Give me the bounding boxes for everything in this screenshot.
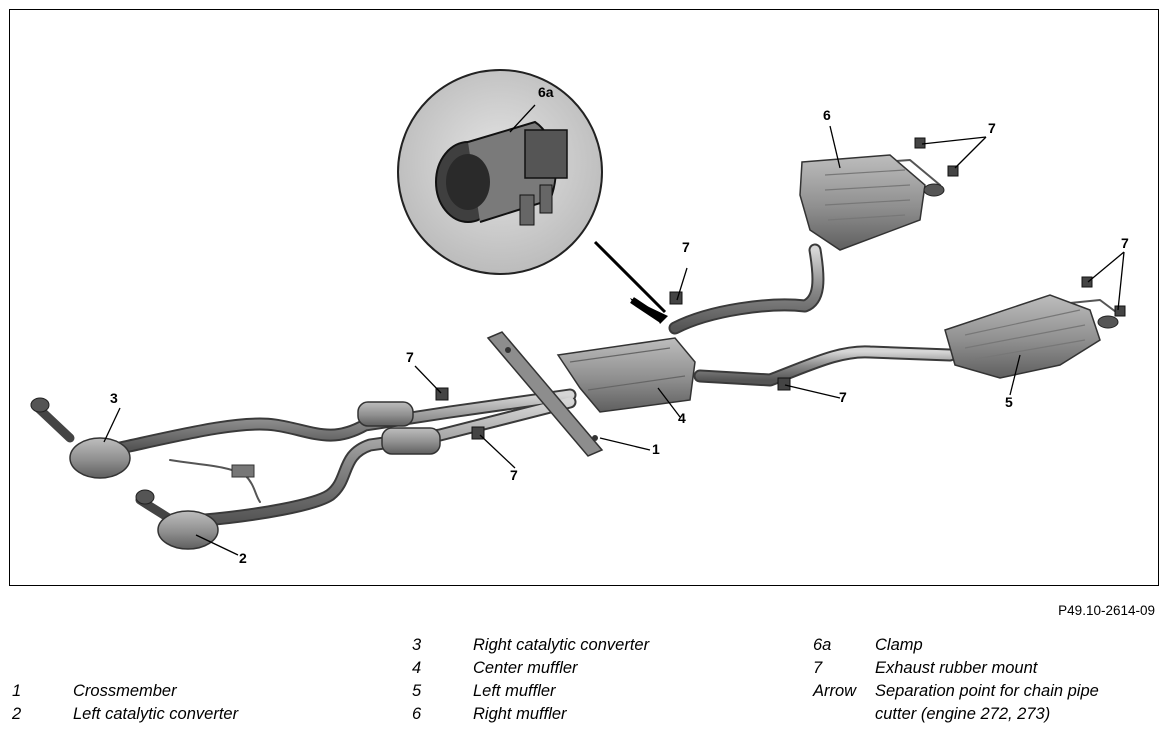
legend-text: Center muffler	[473, 659, 578, 677]
detail-pointer	[593, 240, 667, 314]
callout-7-front-lower: 7	[510, 467, 518, 483]
center-muffler	[556, 337, 696, 413]
front-resonators	[357, 401, 441, 455]
legend-item-3: 3 Right catalytic converter	[412, 634, 752, 657]
legend-number: 5	[412, 682, 422, 700]
legend-number: 6a	[813, 636, 832, 654]
crossmember	[486, 331, 604, 457]
callout-7-rear-right: 7	[988, 120, 996, 136]
callout-7-mid: 7	[839, 389, 847, 405]
legend-number: 6	[412, 705, 422, 723]
exhaust-system-illustration: 6a 6 7 7 7 7 7 7 4 5 1 2 3	[30, 69, 1129, 566]
legend-text: Clamp	[875, 636, 923, 654]
callout-7-rear-left: 7	[1121, 235, 1129, 251]
legend-text: Left muffler	[473, 682, 556, 700]
right-muffler	[799, 154, 945, 251]
legend-item-4: 4 Center muffler	[412, 657, 752, 680]
leader-lines	[103, 104, 1125, 556]
legend-item-6: 6 Right muffler	[412, 703, 752, 726]
clamp-detail	[397, 69, 603, 275]
right-catalytic-converter	[30, 397, 131, 479]
callout-7-front-upper: 7	[406, 349, 414, 365]
legend-number: 7	[813, 659, 823, 677]
callout-6a: 6a	[538, 84, 554, 100]
legend-item-1: 1 Crossmember	[12, 680, 332, 703]
legend-text: Right muffler	[473, 705, 567, 723]
legend-number: Arrow	[813, 682, 857, 700]
legend-item-5: 5 Left muffler	[412, 680, 752, 703]
legend-text: Crossmember	[73, 682, 177, 700]
callout-6: 6	[823, 107, 831, 123]
legend-number: 4	[412, 659, 422, 677]
legend-text: Exhaust rubber mount	[875, 659, 1038, 677]
legend-text: Right catalytic converter	[473, 636, 650, 654]
figure-code: P49.10-2614-09	[1058, 603, 1155, 618]
legend-number: 1	[12, 682, 22, 700]
legend-item-2: 2 Left catalytic converter	[12, 703, 332, 726]
callout-4: 4	[678, 410, 686, 426]
left-catalytic-converter	[135, 489, 219, 550]
legend-item-arrow: Arrow Separation point for chain pipe cu…	[813, 680, 1158, 726]
callout-7-separation: 7	[682, 239, 690, 255]
legend-text-continued: cutter (engine 272, 273)	[875, 705, 1051, 723]
callout-2: 2	[239, 550, 247, 566]
diagram-frame: 6a 6 7 7 7 7 7 7 4 5 1 2 3	[9, 9, 1159, 586]
legend-number: 2	[12, 705, 22, 723]
legend-number: 3	[412, 636, 422, 654]
legend-text: Left catalytic converter	[73, 705, 239, 723]
left-muffler	[944, 294, 1119, 379]
callout-5: 5	[1005, 394, 1013, 410]
callout-3: 3	[110, 390, 118, 406]
legend-text: Separation point for chain pipe	[875, 682, 1099, 700]
legend-item-7: 7 Exhaust rubber mount	[813, 657, 1153, 680]
legend-item-6a: 6a Clamp	[813, 634, 1153, 657]
callout-1: 1	[652, 441, 660, 457]
